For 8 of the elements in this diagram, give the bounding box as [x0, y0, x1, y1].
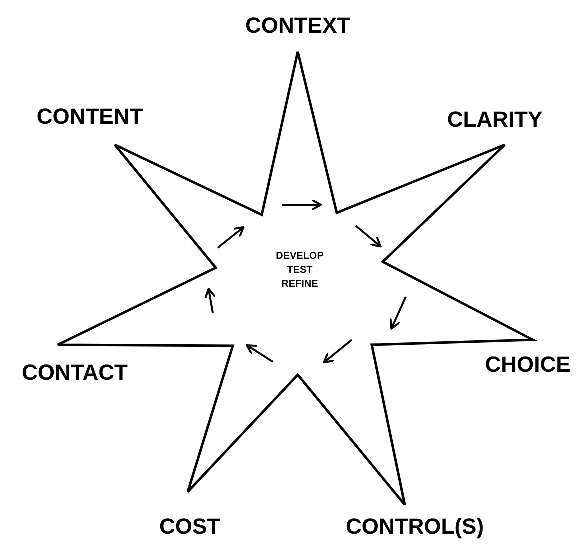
center-text: DEVELOP TEST REFINE — [275, 250, 325, 292]
point-label: CONTROL(S) — [346, 516, 484, 538]
point-label: CLARITY — [447, 109, 543, 131]
point-label: CONTENT — [36, 106, 144, 128]
point-label: COST — [159, 516, 221, 538]
point-label: CHOICE — [485, 354, 571, 376]
point-label: CONTEXT — [245, 15, 351, 37]
point-label: CONTACT — [22, 362, 128, 384]
